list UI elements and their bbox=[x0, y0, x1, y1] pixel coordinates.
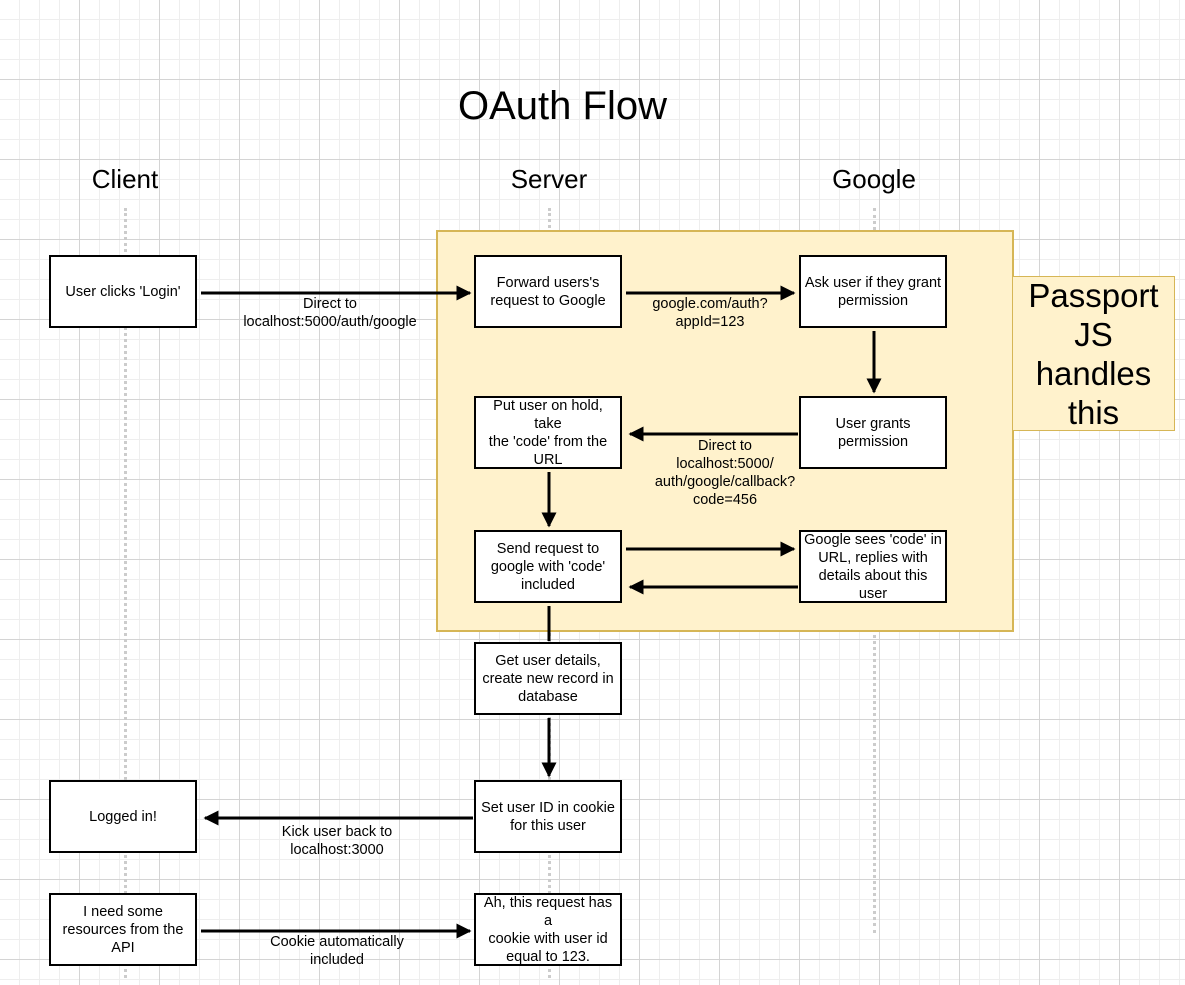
box-send-request-code[interactable]: Send request to google with 'code' inclu… bbox=[474, 530, 622, 603]
box-ask-permission[interactable]: Ask user if they grant permission bbox=[799, 255, 947, 328]
edge-label-direct-auth-google: Direct to localhost:5000/auth/google bbox=[243, 296, 417, 330]
box-put-user-on-hold[interactable]: Put user on hold, take the 'code' from t… bbox=[474, 396, 622, 469]
box-user-grants-permission[interactable]: User grants permission bbox=[799, 396, 947, 469]
lifeline-client bbox=[124, 208, 127, 978]
lane-label-google: Google bbox=[832, 164, 916, 194]
box-set-user-id[interactable]: Set user ID in cookie for this user bbox=[474, 780, 622, 853]
box-google-sees-code[interactable]: Google sees 'code' in URL, replies with … bbox=[799, 530, 947, 603]
lane-label-client: Client bbox=[91, 164, 159, 194]
box-forward-request[interactable]: Forward users's request to Google bbox=[474, 255, 622, 328]
passport-note[interactable]: Passport JS handles this bbox=[1012, 276, 1175, 431]
diagram-title: OAuth Flow bbox=[458, 84, 667, 128]
edge-label-google-auth-url: google.com/auth? appId=123 bbox=[652, 296, 768, 330]
box-logged-in[interactable]: Logged in! bbox=[49, 780, 197, 853]
edge-label-kick-user-back: Kick user back to localhost:3000 bbox=[281, 824, 393, 858]
box-user-clicks-login[interactable]: User clicks 'Login' bbox=[49, 255, 197, 328]
edge-label-cookie-included: Cookie automatically included bbox=[270, 934, 404, 968]
lane-label-server: Server bbox=[510, 164, 588, 194]
box-get-user-details[interactable]: Get user details, create new record in d… bbox=[474, 642, 622, 715]
box-request-has-cookie[interactable]: Ah, this request has a cookie with user … bbox=[474, 893, 622, 966]
edge-label-direct-callback: Direct to localhost:5000/ auth/google/ca… bbox=[654, 438, 796, 508]
box-need-resources[interactable]: I need some resources from the API bbox=[49, 893, 197, 966]
